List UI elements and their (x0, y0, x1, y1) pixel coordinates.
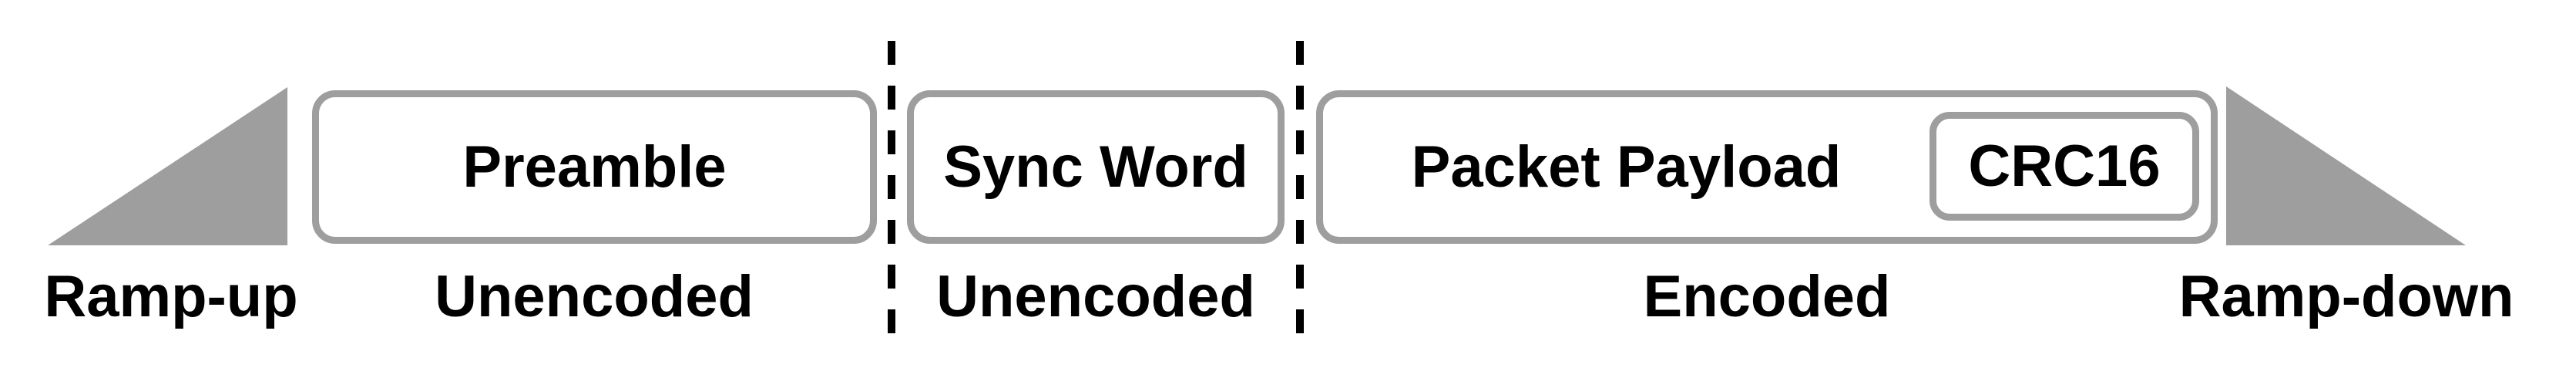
ramp-up-triangle (48, 87, 287, 245)
crc16-box-label: CRC16 (1968, 133, 2161, 199)
payload-encoding-label: Encoded (1643, 264, 1891, 329)
preamble-box: Preamble (312, 90, 877, 244)
ramp-down-triangle (2226, 86, 2466, 245)
segment-boundary-dashed-line-2 (1296, 41, 1304, 334)
preamble-box-label: Preamble (462, 133, 727, 200)
sync-word-box-label: Sync Word (943, 133, 1248, 200)
sync-word-box: Sync Word (907, 90, 1285, 244)
packet-payload-box-label: Packet Payload (1411, 133, 1842, 200)
packet-payload-box: Packet Payload CRC16 (1316, 90, 2218, 244)
preamble-encoding-label: Unencoded (435, 264, 754, 329)
crc16-box: CRC16 (1929, 112, 2199, 221)
sync-word-encoding-label: Unencoded (936, 264, 1255, 329)
ramp-down-label: Ramp-down (2178, 264, 2514, 329)
segment-boundary-dashed-line-1 (888, 41, 895, 334)
ramp-up-label: Ramp-up (44, 264, 298, 329)
